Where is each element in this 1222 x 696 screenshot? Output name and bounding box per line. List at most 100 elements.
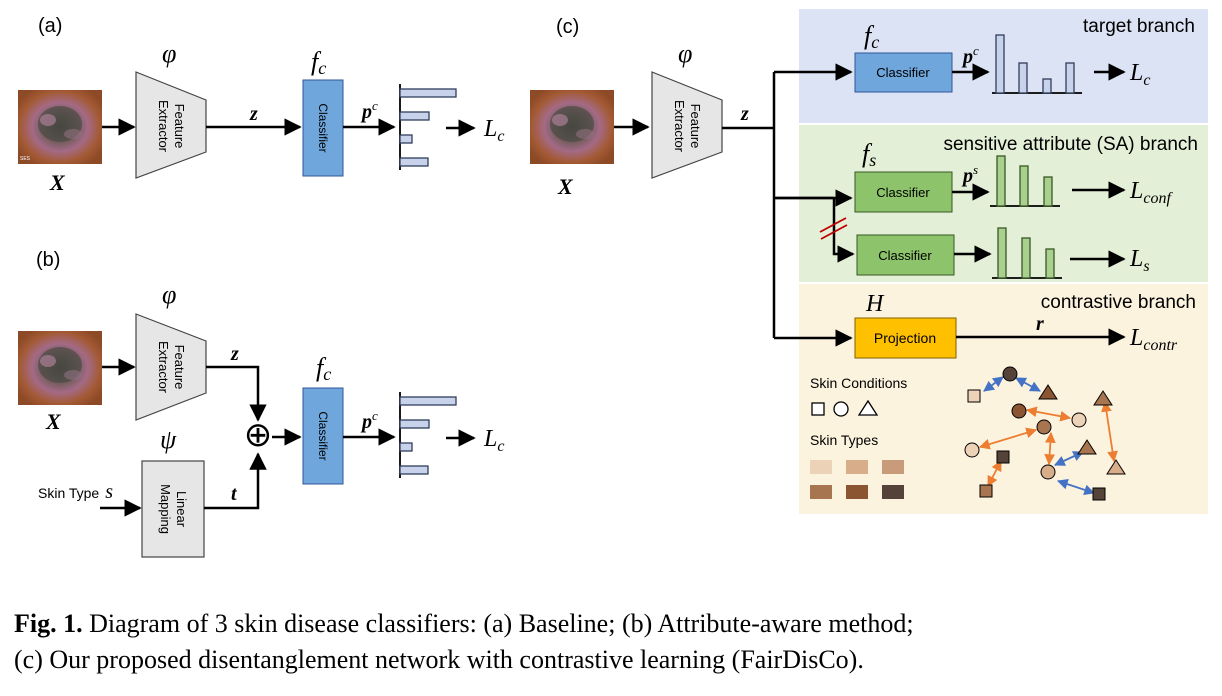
sample-square [996,450,1010,464]
fc-label-b: fc [316,353,331,384]
lcontr-label: Lcontr [1129,325,1178,354]
psi-label: ψ [160,425,177,454]
output-bars-a [399,84,457,170]
output-bars-b [399,392,457,478]
x-label-b: X [45,409,62,434]
sample-square [1092,487,1106,501]
linear-mapping-label: Linear [174,491,189,528]
z-label-b: z [230,343,239,365]
orange-push-arrow [978,427,1038,450]
arrow-to-sa-classifier [832,198,855,263]
skin-type-swatch [846,460,868,474]
embedding-space [964,366,1126,501]
classifier-label-a: Classifier [316,103,330,152]
orange-push-arrow [1044,431,1056,466]
orange-push-arrow [987,460,1002,487]
caption-line-2: (c) Our proposed disentanglement network… [14,645,864,674]
contrastive-branch-title: contrastive branch [1041,292,1196,313]
output-bars-conf [990,155,1060,207]
ls-label: Ls [1129,246,1150,275]
panel-label-c: (c) [556,16,579,38]
orange-push-arrow [1025,406,1072,422]
sample-circle [1040,464,1056,480]
classifier-label-b: Classifier [316,411,330,460]
sample-circle [1036,419,1052,435]
caption-text-1: Diagram of 3 skin disease classifiers: (… [82,609,914,638]
lc-label-c: Lc [1129,60,1150,89]
conf-classifier-label: Classifier [876,185,930,200]
ps-label: ps [961,162,978,187]
skin-types-legend-title: Skin Types [810,432,878,448]
feature-extractor-c [651,71,723,179]
sample-square [967,389,981,403]
sample-circle [1002,366,1018,382]
sa-branch-title: sensitive attribute (SA) branch [943,134,1198,155]
oplus-symbol: ⊕ [244,417,273,454]
input-image-a: SES [18,90,102,164]
lc-label-b: Lc [483,426,504,455]
skin-type-swatch [846,485,868,499]
image-watermark: SES [20,156,31,162]
fs-label: fs [862,139,876,170]
sample-triangle [1038,384,1058,400]
feature-extractor-a [135,71,207,179]
input-image-b [18,331,102,405]
fc-label-a: fc [311,47,326,78]
lc-label-a: Lc [483,116,504,145]
feature-extractor-label-a: Feature [172,104,187,149]
caption-line-1: Fig. 1. Diagram of 3 skin disease classi… [14,606,1214,642]
linear-mapping-label2: Mapping [158,484,173,534]
sample-square [979,484,993,498]
output-bars-sa [992,227,1062,279]
blue-pull-arrow [983,376,1004,392]
lconf-label: Lconf [1129,178,1173,207]
h-label: H [865,291,885,317]
pc-label-a: pc [360,98,378,123]
skin-conditions-legend-title: Skin Conditions [810,375,907,391]
skin-type-swatch [882,460,904,474]
sample-triangle [1093,390,1113,406]
phi-label-c: φ [678,39,692,68]
target-classifier-label: Classifier [876,65,930,80]
feature-extractor-label2-a: Extractor [156,100,171,153]
sample-circle [964,442,980,458]
caption-label: Fig. 1. [14,609,83,638]
z-label-a: z [249,103,258,125]
projection-label: Projection [874,330,936,346]
panel-label-b: (b) [36,249,60,271]
skin-conditions-shapes [811,399,879,417]
input-image-c [530,90,614,164]
x-label-a: X [49,170,66,195]
feature-extractor-b [135,313,207,421]
sa-classifier [856,234,955,276]
feature-extractor-label-b: Feature [172,345,187,390]
output-bars-target [992,34,1082,94]
arrow-z-b [206,365,267,422]
r-label: r [1036,313,1044,335]
pc-label-b: pc [360,408,378,433]
target-branch-title: target branch [1083,16,1195,37]
skin-type-swatches [810,460,904,499]
panel-label-a: (a) [38,15,62,37]
sa-classifier-label: Classifier [878,248,932,263]
feature-extractor-label2-b: Extractor [156,341,171,394]
conf-classifier [854,171,953,213]
t-label: t [231,483,238,505]
gradient-cut-mark [819,217,848,240]
sample-circle [1011,403,1027,419]
feature-extractor-label-c: Feature [688,104,703,149]
figure-caption: Fig. 1. Diagram of 3 skin disease classi… [14,606,1214,678]
arrow-t [204,452,267,510]
classifier-a [302,79,344,177]
sample-triangle [1106,459,1126,475]
z-label-c: z [740,103,749,125]
phi-label-b: φ [162,280,176,309]
feature-extractor-label2-c: Extractor [672,100,687,153]
skin-type-swatch [810,485,832,499]
classifier-b [302,387,344,485]
sample-circle [1071,412,1087,428]
target-classifier [854,52,953,93]
blue-pull-arrow [1056,478,1096,496]
pc-label-c: pc [961,43,979,68]
